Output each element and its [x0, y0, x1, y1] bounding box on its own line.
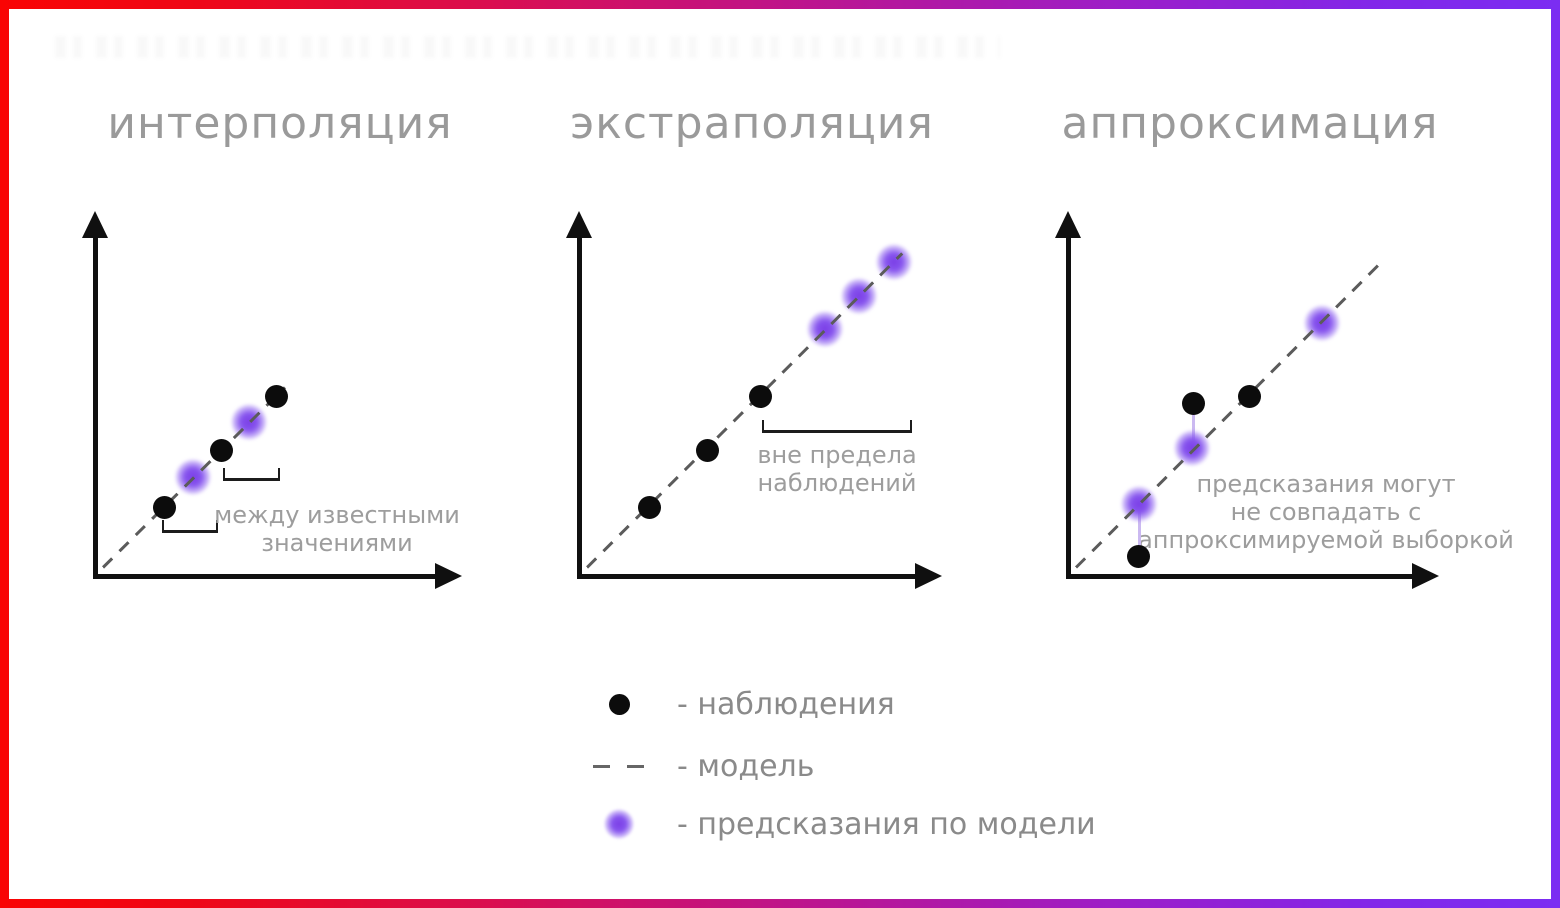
panel-title-extrapolation: экстраполяция [570, 98, 934, 149]
x-axis-arrowhead-icon [915, 563, 942, 589]
interval-bracket [762, 420, 912, 433]
legend-item-model: - модель [587, 748, 814, 784]
legend-label: - модель [677, 748, 815, 784]
observation-dot [1182, 392, 1205, 415]
diagram-canvas: интерполяция экстраполяция аппроксимация… [9, 9, 1551, 899]
model-dash-icon [593, 764, 645, 768]
legend-item-observations: - наблюдения [587, 686, 895, 722]
interpolation-plot: между известными значениями [60, 195, 500, 595]
x-axis [1066, 574, 1414, 579]
legend-label: - наблюдения [677, 686, 895, 722]
legend-item-predictions: - предсказания по модели [587, 806, 1096, 842]
annotation-line: аппроксимируемой выборкой [1138, 526, 1514, 554]
legend-label: - предсказания по модели [677, 806, 1096, 842]
residual-connector-line [1192, 403, 1195, 448]
annotation-line: не совпадать с [1230, 498, 1422, 526]
annotation-line: наблюдений [757, 469, 917, 497]
faint-watermark [55, 36, 1000, 58]
observation-dot [696, 439, 719, 462]
interval-bracket [223, 468, 280, 481]
annotation-line: вне предела [757, 441, 917, 469]
annotation-line: значениями [261, 529, 413, 557]
interpolation-annotation: между известными значениями [214, 501, 460, 557]
panel-title-approximation: аппроксимация [1061, 98, 1439, 149]
extrapolation-plot: вне предела наблюдений [545, 195, 985, 595]
observation-dot [265, 385, 288, 408]
observation-dot-icon [608, 693, 630, 715]
x-axis-arrowhead-icon [435, 563, 462, 589]
observation-dot [210, 439, 233, 462]
panel-title-interpolation: интерполяция [107, 98, 453, 149]
approximation-plot: предсказания могут не совпадать с аппрок… [1030, 195, 1514, 595]
interval-bracket [162, 520, 218, 533]
annotation-line: между известными [214, 501, 460, 529]
observation-dot [1127, 545, 1150, 568]
x-axis-arrowhead-icon [1412, 563, 1439, 589]
y-axis [93, 233, 98, 579]
residual-connector-line [1138, 504, 1141, 556]
approximation-annotation: предсказания могут не совпадать с аппрок… [1138, 470, 1514, 554]
x-axis [577, 574, 917, 579]
extrapolation-annotation: вне предела наблюдений [757, 441, 916, 497]
data-points-layer [545, 195, 985, 595]
x-axis [93, 574, 438, 579]
observation-dot [749, 385, 772, 408]
prediction-dot-icon [604, 809, 634, 839]
y-axis [577, 233, 582, 579]
observation-dot [638, 496, 661, 519]
annotation-line: предсказания могут [1196, 470, 1456, 498]
observation-dot [153, 496, 176, 519]
observation-dot [1238, 385, 1261, 408]
y-axis [1066, 233, 1071, 579]
